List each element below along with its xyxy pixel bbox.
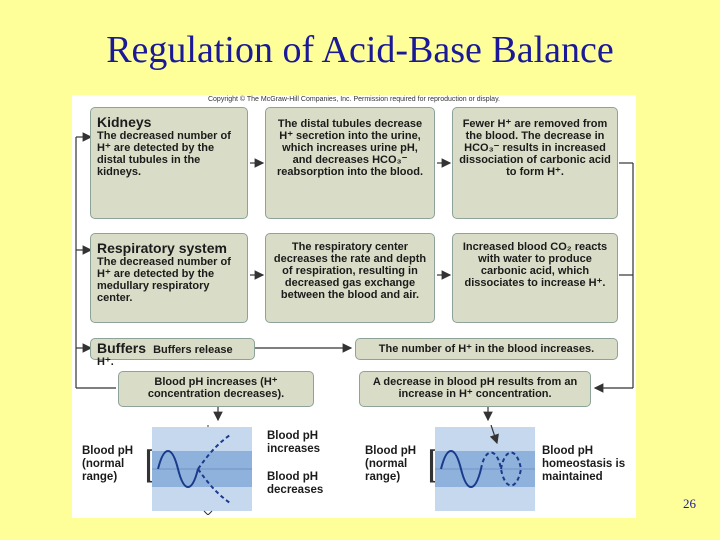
homeostasis-label: Blood pH homeostasis is maintained	[542, 445, 626, 483]
respiratory-text: The decreased number of H⁺ are detected …	[97, 256, 231, 304]
kidneys-text: The decreased number of H⁺ are detected …	[97, 130, 231, 178]
ph-increases-label: Blood pH increases	[267, 430, 321, 455]
h-increase-box: The number of H⁺ in the blood increases.	[355, 338, 618, 360]
kidneys-heading: Kidneys	[97, 114, 152, 130]
fewer-h-removed-box: Fewer H⁺ are removed from the blood. The…	[452, 107, 618, 219]
left-graph-label: Blood pH (normal range)	[82, 445, 134, 483]
respiratory-heading: Respiratory system	[97, 240, 227, 256]
copyright-notice: Copyright © The McGraw-Hill Companies, I…	[207, 96, 500, 103]
right-graph-label: Blood pH (normal range)	[365, 445, 417, 483]
page-number: 26	[683, 496, 696, 511]
ph-increases-box: Blood pH increases (H⁺ concentration dec…	[118, 371, 314, 407]
kidneys-box: Kidneys The decreased number of H⁺ are d…	[90, 107, 248, 219]
respiratory-center-box: The respiratory center decreases the rat…	[265, 233, 435, 323]
blood-co2-box: Increased blood CO₂ reacts with water to…	[452, 233, 618, 323]
connector-arrows	[75, 132, 634, 422]
right-ph-graph: [	[427, 425, 535, 511]
distal-tubules-box: The distal tubules decrease H⁺ secretion…	[265, 107, 435, 219]
buffers-text: Buffers release H⁺.	[97, 344, 233, 368]
left-ph-graph: [	[144, 425, 252, 515]
respiratory-box: Respiratory system The decreased number …	[90, 233, 248, 323]
buffers-box: Buffers Buffers release H⁺.	[90, 338, 255, 368]
acid-base-figure: Copyright © The McGraw-Hill Companies, I…	[72, 95, 636, 518]
slide-title: Regulation of Acid-Base Balance	[106, 29, 614, 71]
ph-decreases-label: Blood pH decreases	[267, 471, 324, 496]
buffers-heading: Buffers	[97, 340, 147, 356]
ph-decrease-box: A decrease in blood pH results from an i…	[359, 371, 591, 407]
